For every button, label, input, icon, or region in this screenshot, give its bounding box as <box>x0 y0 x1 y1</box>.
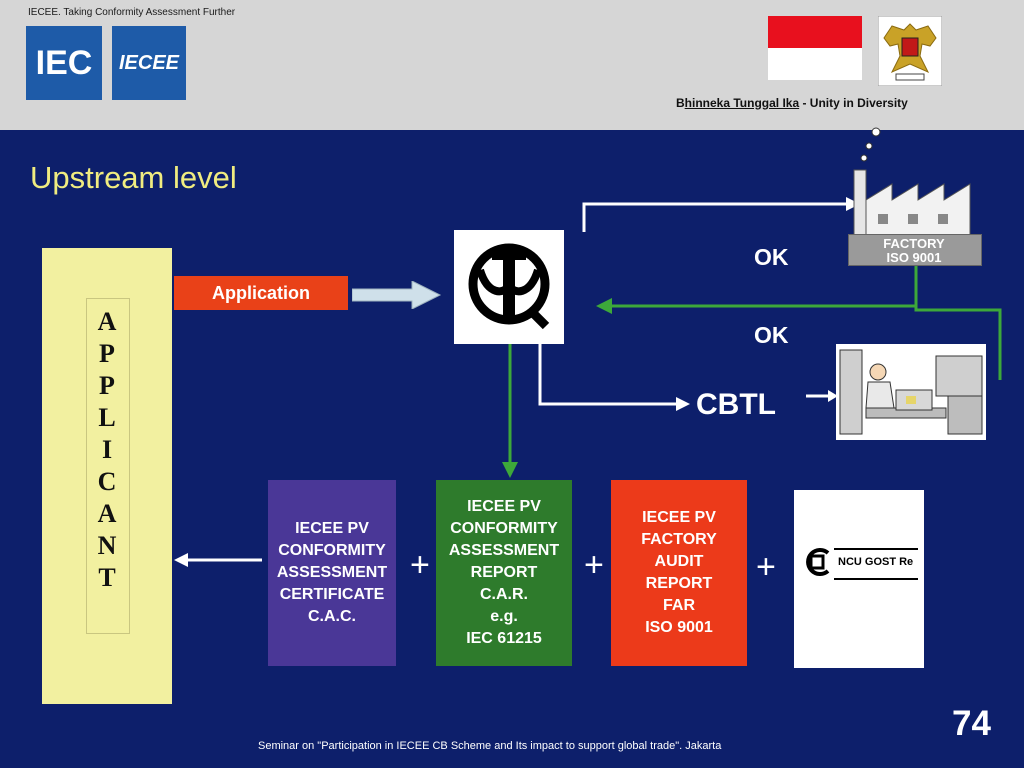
slide-title: Upstream level <box>30 160 237 195</box>
green-ok-arrowhead-icon <box>596 298 612 314</box>
certification-mark-logo <box>454 230 564 344</box>
factory-arrowhead-icon <box>846 197 860 211</box>
far-line: FAR <box>663 597 695 614</box>
indonesia-flag <box>768 16 862 80</box>
car-line: CONFORMITY <box>450 520 558 537</box>
applicant-letter: A <box>97 499 117 528</box>
applicant-letter-box <box>86 298 130 634</box>
header-tagline: IECEE. Taking Conformity Assessment Furt… <box>28 7 236 18</box>
car-line: ASSESSMENT <box>448 542 560 559</box>
car-line: C.A.R. <box>480 586 528 603</box>
plus-sign: + <box>756 548 776 586</box>
motto-link: hinneka Tunggal Ika <box>684 96 800 110</box>
car-line: IEC 61215 <box>466 630 542 647</box>
applicant-letter: P <box>99 371 115 400</box>
applicant-letter: L <box>98 403 116 432</box>
gost-label-box <box>834 548 918 580</box>
applicant-letter: N <box>97 531 117 560</box>
green-down-arrowhead-icon <box>502 462 518 478</box>
flag-white-stripe <box>768 48 862 80</box>
iec-logo-text: IEC <box>35 43 93 82</box>
cac-line: CONFORMITY <box>278 542 386 559</box>
car-line: REPORT <box>470 564 538 581</box>
iec-logo: IEC <box>26 26 102 100</box>
mark-symbol-icon <box>468 243 550 330</box>
ok-label-top: OK <box>754 244 789 270</box>
plus-sign: + <box>584 546 604 584</box>
cac-line: IECEE PV <box>295 520 369 537</box>
cac-line: CERTIFICATE <box>279 586 385 603</box>
green-return-line-right <box>914 266 1002 380</box>
factory-label-line2: ISO 9001 <box>886 250 942 265</box>
far-line: REPORT <box>645 575 713 592</box>
far-line: IECEE PV <box>642 509 716 526</box>
application-label: Application <box>212 282 310 303</box>
footer-caption: Seminar on "Participation in IECEE CB Sc… <box>258 740 722 752</box>
cbtl-arrowhead-icon <box>676 397 690 411</box>
car-card: IECEE PV CONFORMITY ASSESSMENT REPORT C.A.R.… <box>436 480 572 666</box>
plus-sign: + <box>410 546 430 584</box>
far-line: ISO 9001 <box>645 619 713 636</box>
applicant-panel <box>42 248 172 704</box>
far-card-text: IECEE PV FACTORY AUDIT REPORT FAR ISO 9001 <box>641 507 717 639</box>
gost-card: NCU GOST Re <box>794 490 924 668</box>
ok-label-bottom: OK <box>754 322 789 348</box>
cac-card: IECEE PV CONFORMITY ASSESSMENT CERTIFICATE C… <box>268 480 396 666</box>
factory-label-box <box>848 234 982 266</box>
factory-connector-line <box>582 202 846 232</box>
far-line: FACTORY <box>641 531 717 548</box>
motto-prefix: B <box>676 96 685 110</box>
flag-red-stripe <box>768 16 862 48</box>
page-number: 74 <box>952 704 991 743</box>
cbtl-connector-line <box>538 344 676 406</box>
cac-card-text: IECEE PV CONFORMITY ASSESSMENT CERTIFICATE C… <box>277 518 387 628</box>
applicant-letter: T <box>98 563 116 592</box>
lab-arrowhead-icon <box>828 390 838 402</box>
cac-line: ASSESSMENT <box>276 564 388 581</box>
factory-icon <box>853 169 971 236</box>
applicant-letter: I <box>101 435 113 464</box>
cbtl-label: CBTL <box>696 388 776 421</box>
laboratory-illustration-icon <box>836 344 986 440</box>
garuda-emblem-icon <box>878 16 942 86</box>
application-arrow-icon <box>352 281 442 309</box>
certificate-arrowhead-icon <box>174 553 188 567</box>
cac-line: C.A.C. <box>308 608 356 625</box>
car-line: e.g. <box>490 608 518 625</box>
factory-label-line1: FACTORY <box>883 236 945 251</box>
gost-mark-icon <box>806 548 830 576</box>
motto-suffix: - Unity in Diversity <box>799 96 908 110</box>
iecee-logo: IECEE <box>112 26 186 100</box>
motto-text: Bhinneka Tunggal Ika - Unity in Diversit… <box>676 96 908 110</box>
gost-label: NCU GOST Re <box>838 556 914 568</box>
applicant-letter: A <box>97 307 117 336</box>
far-card: IECEE PV FACTORY AUDIT REPORT FAR ISO 9001 <box>611 480 747 666</box>
applicant-letter: C <box>97 467 117 496</box>
car-line: IECEE PV <box>467 498 541 515</box>
applicant-letter: P <box>99 339 115 368</box>
application-box: Application <box>174 276 348 310</box>
iecee-logo-text: IECEE <box>118 51 180 74</box>
car-card-text: IECEE PV CONFORMITY ASSESSMENT REPORT C.A.R.… <box>449 496 559 650</box>
far-line: AUDIT <box>654 553 704 570</box>
